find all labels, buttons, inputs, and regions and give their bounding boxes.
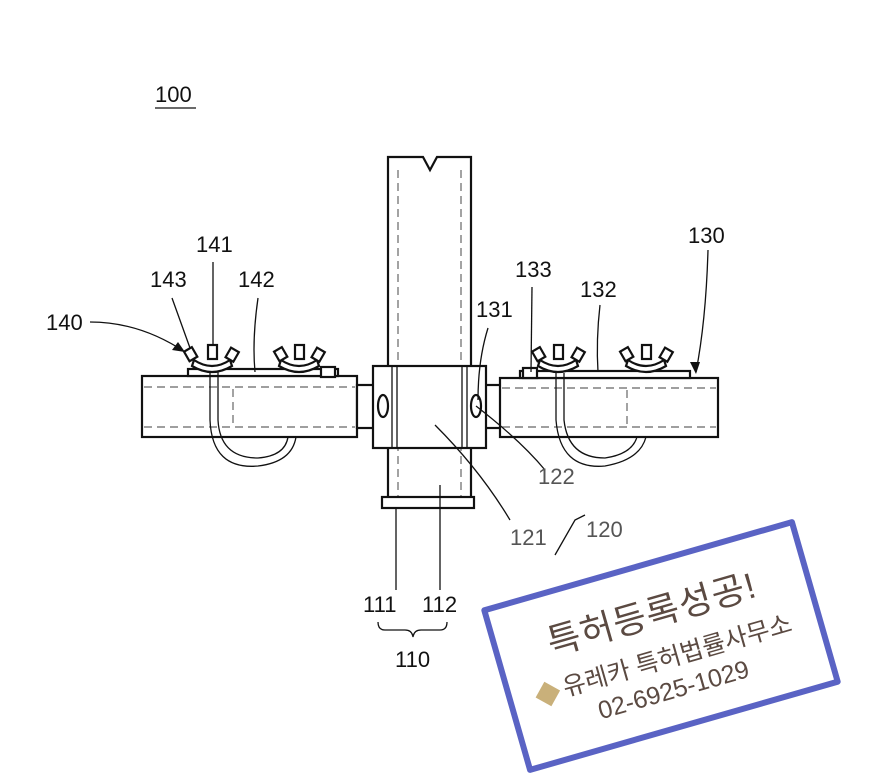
label-130: 130 [688, 223, 725, 248]
label-142: 142 [238, 267, 275, 292]
right-arm [500, 368, 718, 466]
clamp-collar [373, 366, 486, 448]
label-110: 110 [395, 647, 430, 672]
flange [382, 497, 474, 508]
label-143: 143 [150, 267, 187, 292]
wing-nut-left-2 [274, 345, 325, 372]
label-100: 100 [155, 82, 192, 107]
label-112: 112 [422, 592, 457, 617]
label-132: 132 [580, 277, 617, 302]
left-arm [142, 367, 357, 466]
label-141: 141 [196, 232, 233, 257]
label-111: 111 [363, 592, 396, 617]
wing-nut-right-1 [532, 345, 585, 372]
label-121: 121 [510, 525, 547, 550]
label-120: 120 [586, 517, 623, 542]
label-122: 122 [538, 464, 575, 489]
wing-nut-right-2 [620, 345, 673, 372]
label-140: 140 [46, 310, 83, 335]
firm-logo-icon [535, 682, 559, 706]
label-133: 133 [515, 257, 552, 282]
label-131: 131 [476, 297, 513, 322]
